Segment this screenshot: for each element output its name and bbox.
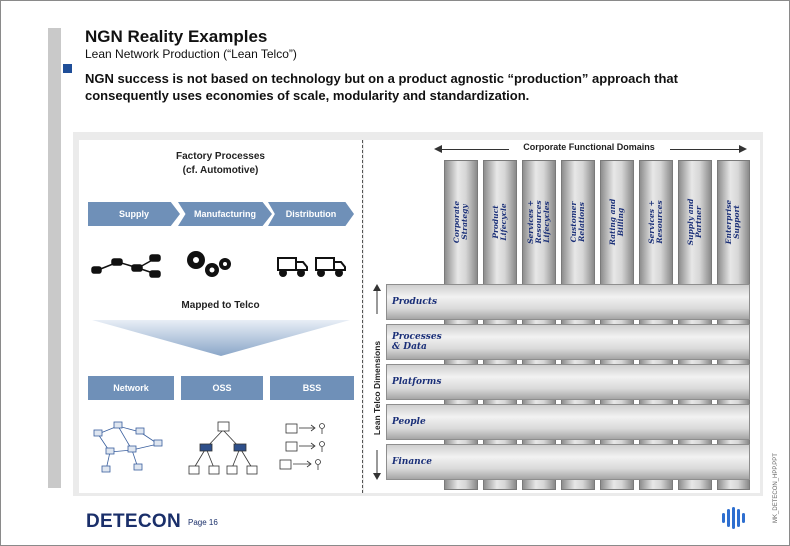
arrow-right-icon: [739, 145, 747, 153]
page-number: Page 16: [188, 518, 218, 527]
supply-chain-icon: [91, 254, 161, 278]
chevron-manufacturing: Manufacturing: [178, 202, 272, 226]
factory-title-line2: (cf. Automotive): [182, 165, 259, 176]
layer-processes: [386, 324, 750, 360]
chevron-supply: Supply: [88, 202, 180, 226]
slide-title: NGN Reality Examples: [85, 27, 268, 46]
file-label: MK_DETECON_HPP.PPT: [773, 453, 779, 523]
dimensions-label: Lean Telco Dimensions: [372, 340, 382, 436]
layer-label-processes: Processes & Data: [392, 332, 442, 352]
factory-title-line1: Factory Processes: [176, 151, 265, 162]
box-network: Network: [88, 376, 174, 400]
left-accent-bar: [48, 28, 61, 488]
layer-people: [386, 404, 750, 440]
telco-icons: [93, 421, 325, 475]
domains-arrow-left: [437, 149, 509, 150]
domains-arrow-right: [670, 149, 742, 150]
domains-label: Corporate Functional Domains: [523, 142, 655, 152]
bss-flow-icon: [279, 423, 325, 470]
panel-divider: [362, 140, 363, 493]
accent-square: [63, 64, 72, 73]
layer-products: [386, 284, 750, 320]
gears-icon: [187, 251, 231, 277]
box-bss: BSS: [270, 376, 354, 400]
layer-label-people: People: [392, 417, 426, 427]
arrow-down-icon: [373, 450, 381, 480]
arrow-up-icon: [373, 284, 381, 314]
network-topology-icon: [93, 421, 163, 473]
lead-statement: NGN success is not based on technology b…: [85, 71, 678, 103]
layer-label-line: & Data: [392, 342, 427, 352]
layer-finance: [386, 444, 750, 480]
brand-dots-logo-icon: [722, 507, 745, 529]
chevron-distribution: Distribution: [268, 202, 354, 226]
factory-title: Factory Processes (cf. Automotive): [79, 150, 362, 178]
layer-label-finance: Finance: [392, 457, 432, 467]
factory-icons: [91, 251, 346, 278]
layer-label-products: Products: [392, 297, 438, 307]
factory-panel: [79, 140, 362, 493]
domain-label: Services +Resources: [647, 200, 664, 244]
brand-logo-text: DETECON: [86, 511, 181, 532]
mapped-label: Mapped to Telco: [181, 300, 260, 311]
slide-subtitle: Lean Network Production (“Lean Telco”): [85, 47, 297, 61]
arrow-left-icon: [434, 145, 442, 153]
layer-label-line: Processes: [392, 332, 442, 342]
layer-label-platforms: Platforms: [392, 377, 442, 387]
trucks-icon: [277, 257, 346, 277]
layer-platforms: [386, 364, 750, 400]
box-oss: OSS: [181, 376, 263, 400]
oss-hierarchy-icon: [188, 421, 258, 475]
